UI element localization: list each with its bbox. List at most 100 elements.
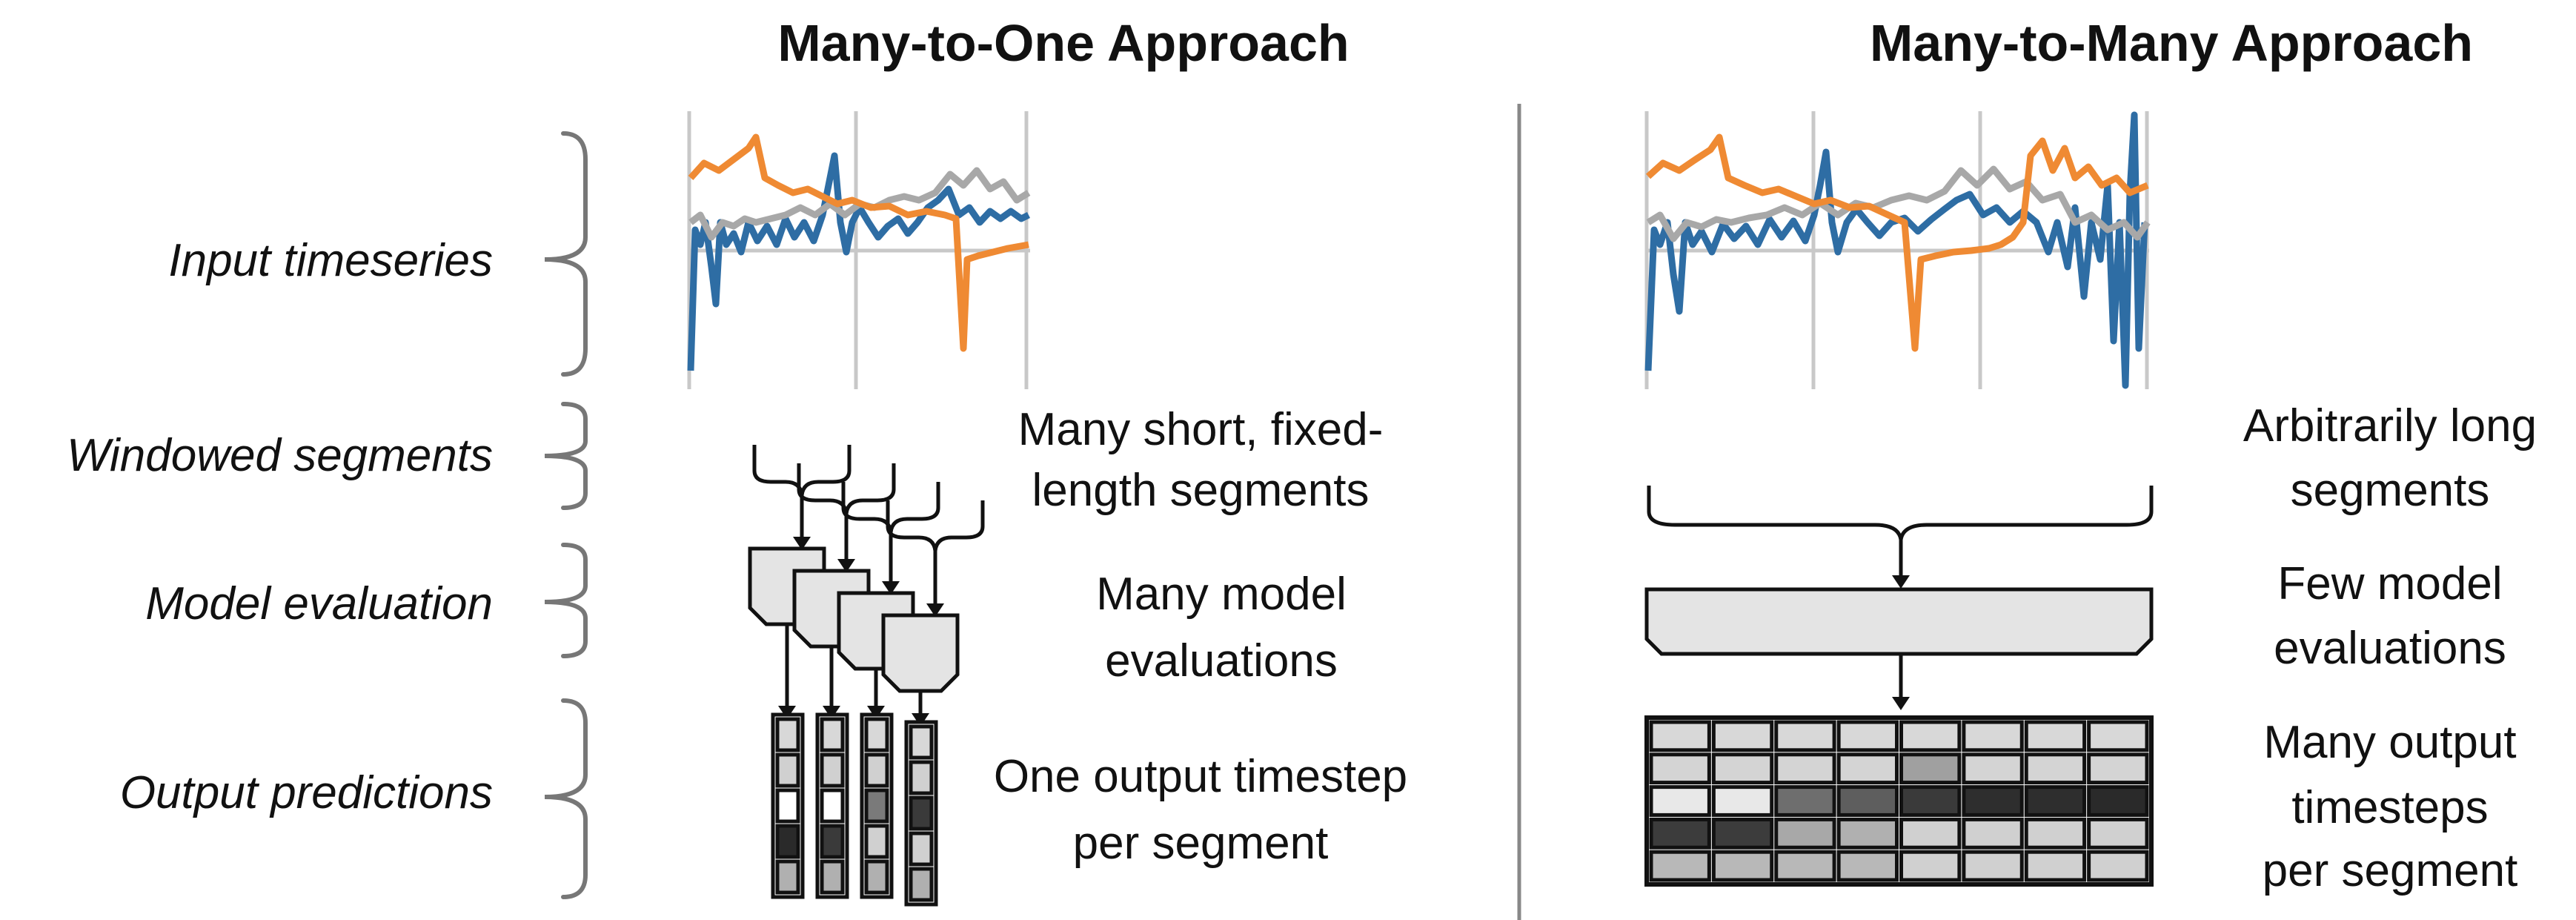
row-label-windowed: Windowed segments [67, 430, 493, 481]
right-output-cell [1962, 752, 2024, 785]
right-output-cell [1836, 752, 1899, 785]
right-output-cell [1649, 752, 1711, 785]
row-label-output: Output predictions [120, 767, 493, 818]
left-output-cell [775, 752, 800, 788]
right-arrowhead-2 [1892, 697, 1910, 710]
right-output-cell [2087, 817, 2149, 850]
right-segment-brace [1647, 486, 2154, 540]
right-arrowhead-1 [1892, 575, 1910, 589]
right-output-cell [1962, 850, 2024, 882]
right-output-cell [1649, 785, 1711, 817]
right-desc-segments-line2: segments [2291, 465, 2490, 516]
left-output-cell [820, 859, 845, 895]
left-output-cell [775, 717, 800, 752]
brace-model [544, 543, 588, 658]
right-output-cell [1774, 850, 1836, 882]
left-output-cell [775, 788, 800, 824]
right-output-cell [1774, 720, 1836, 752]
left-desc-segments-line1: Many short, fixed- [1018, 404, 1384, 455]
left-output-cell [820, 752, 845, 788]
left-output-cell [909, 795, 934, 831]
right-output-cell [1711, 817, 1774, 850]
right-output-cell [1899, 785, 1962, 817]
left-output-cell [864, 788, 889, 824]
right-output-cell [1774, 752, 1836, 785]
left-desc-segments-line2: length segments [1032, 465, 1370, 516]
left-series-gray [688, 167, 1031, 241]
left-series-orange [688, 133, 1029, 352]
right-output-cell [1649, 850, 1711, 882]
right-output-cell [1899, 817, 1962, 850]
right-output-cell [1836, 817, 1899, 850]
left-output-cell [909, 724, 934, 760]
right-output-cell [2024, 752, 2087, 785]
right-desc-outputs-line3: per segment [2263, 845, 2518, 896]
right-output-cell [1899, 720, 1962, 752]
right-desc-segments-line1: Arbitrarily long [2243, 400, 2537, 451]
left-model-evaluations [748, 546, 960, 693]
left-segment-brace-3 [841, 482, 940, 533]
right-output-cell [1962, 817, 2024, 850]
left-desc-outputs-line2: per segment [1073, 818, 1329, 869]
brace-windowed [544, 402, 588, 510]
left-output-cell [820, 788, 845, 824]
left-output-cell [864, 717, 889, 752]
right-series-orange [1645, 133, 2149, 352]
left-windowed-segments [752, 445, 985, 552]
right-output-cell [1774, 817, 1836, 850]
right-output-cell [1962, 720, 2024, 752]
left-desc-evaluations-line1: Many model [1096, 569, 1347, 620]
right-output-cell [2024, 720, 2087, 752]
right-desc-outputs-line2: timesteps [2291, 782, 2488, 833]
left-output-cell [775, 824, 800, 859]
right-output-cell [2024, 850, 2087, 882]
left-output-cell [820, 717, 845, 752]
right-output-cell [2087, 752, 2149, 785]
right-output-cell [1899, 752, 1962, 785]
left-output-columns [771, 712, 938, 907]
left-output-cell [864, 859, 889, 895]
right-output-cell [1649, 720, 1711, 752]
right-desc-outputs-line1: Many output [2263, 717, 2516, 768]
right-series-gray [1646, 165, 2151, 242]
right-output-cell [1836, 720, 1899, 752]
left-arrows [785, 495, 937, 718]
left-series-blue [687, 152, 1031, 371]
left-segment-brace-4 [886, 500, 985, 552]
brace-input [544, 131, 588, 377]
left-desc-evaluations-line2: evaluations [1105, 635, 1338, 686]
right-output-cell [1711, 785, 1774, 817]
right-series-blue [1644, 111, 2148, 389]
left-timeseries-plot [687, 111, 1031, 389]
brace-output [544, 698, 588, 899]
right-output-cell [1962, 785, 2024, 817]
right-output-cell [2087, 720, 2149, 752]
left-output-cell [909, 831, 934, 867]
left-output-cell [909, 760, 934, 795]
right-output-cell [1711, 850, 1774, 882]
left-output-cell [864, 824, 889, 859]
left-title: Many-to-One Approach [777, 14, 1349, 72]
right-output-cell [1836, 785, 1899, 817]
right-output-cell [1711, 720, 1774, 752]
right-output-cell [1711, 752, 1774, 785]
row-label-model: Model evaluation [145, 578, 493, 629]
right-output-cell [2024, 785, 2087, 817]
right-output-grid [1644, 715, 2154, 887]
right-desc-evaluations-line2: evaluations [2274, 623, 2506, 674]
right-model-box [1644, 587, 2154, 656]
left-output-cell [775, 859, 800, 895]
right-output-cell [2087, 785, 2149, 817]
right-output-cell [1649, 817, 1711, 850]
right-output-cell [1774, 785, 1836, 817]
left-output-cell [909, 867, 934, 902]
left-arrowheads [778, 537, 944, 727]
right-output-cell [1836, 850, 1899, 882]
right-title: Many-to-Many Approach [1870, 14, 2473, 72]
right-output-cell [2024, 817, 2087, 850]
left-model-box-4 [881, 613, 960, 693]
left-segment-brace-2 [797, 463, 896, 514]
right-output-cell [1899, 850, 1962, 882]
right-desc-evaluations-line1: Few model [2277, 558, 2502, 609]
